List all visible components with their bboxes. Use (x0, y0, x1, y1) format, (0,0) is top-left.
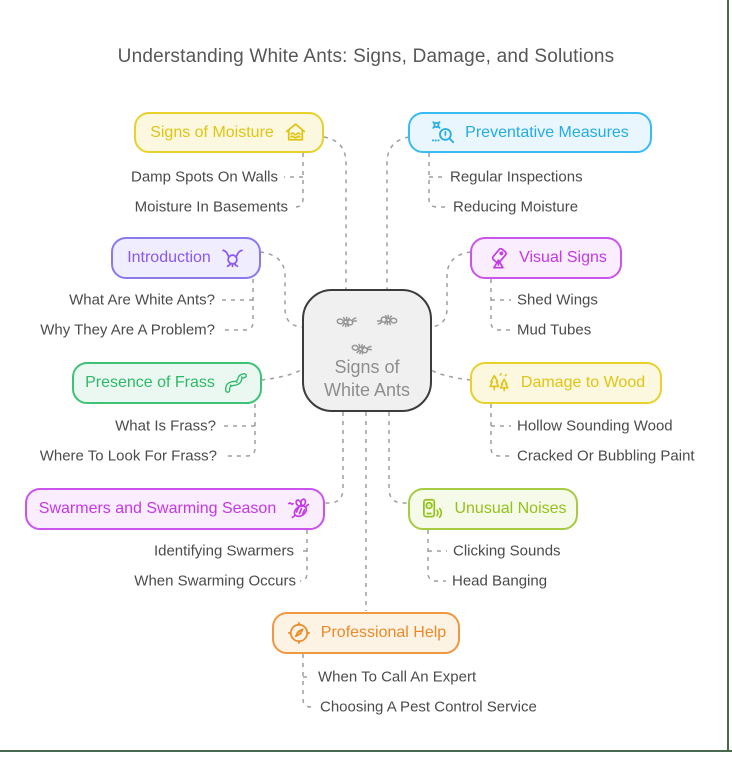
bee-icon (285, 496, 311, 522)
subtopic-label: Clicking Sounds (453, 542, 561, 560)
branch-node-presence-of-frass[interactable]: Presence of Frass (72, 362, 262, 404)
subtopic-label: When Swarming Occurs (134, 572, 296, 590)
subtopic-label: Why They Are A Problem? (40, 321, 215, 339)
branch-node-introduction[interactable]: Introduction (111, 237, 261, 279)
branch-label: Preventative Measures (465, 123, 629, 141)
center-node[interactable]: Signs of White Ants (302, 289, 432, 412)
branch-label: Professional Help (320, 624, 447, 641)
branch-label: Swarmers and Swarming Season (38, 500, 277, 517)
center-label-line2: White Ants (323, 379, 411, 400)
branch-node-preventative-measures[interactable]: Preventative Measures (408, 112, 652, 153)
subtopic-label: What Is Frass? (115, 417, 216, 435)
compass-icon (286, 620, 312, 646)
termites-icon (331, 311, 403, 355)
subtopic-label: Where To Look For Frass? (39, 447, 217, 465)
page-title: Understanding White Ants: Signs, Damage,… (117, 46, 615, 67)
branch-label: Signs of Moisture (150, 123, 274, 141)
subtopic-label: What Are White Ants? (69, 291, 215, 309)
branch-node-unusual-noises[interactable]: Unusual Noises (408, 488, 578, 530)
ant-icon (220, 246, 245, 271)
subtopic-label: Regular Inspections (450, 168, 583, 186)
bug-search-icon (431, 120, 456, 145)
subtopic-label: Choosing A Pest Control Service (320, 698, 537, 716)
branch-label: Unusual Noises (454, 500, 567, 517)
tag-warning-icon (485, 246, 510, 271)
subtopic-label: Hollow Sounding Wood (517, 417, 673, 435)
phone-sound-icon (419, 496, 445, 522)
branch-node-swarmers-and-swarming-season[interactable]: Swarmers and Swarming Season (25, 488, 325, 530)
branch-label: Presence of Frass (85, 374, 215, 391)
subtopic-label: Moisture In Basements (134, 198, 288, 216)
branch-label: Visual Signs (519, 249, 607, 266)
house-moisture-icon (283, 120, 308, 145)
subtopic-label: Mud Tubes (517, 321, 592, 339)
subtopic-label: Head Banging (452, 572, 548, 590)
frame-border-bottom (0, 750, 732, 752)
frame-border-right (727, 0, 729, 751)
branch-node-damage-to-wood[interactable]: Damage to Wood (470, 362, 662, 404)
subtopic-label: When To Call An Expert (318, 668, 477, 686)
subtopic-label: Shed Wings (517, 291, 598, 309)
subtopic-label: Identifying Swarmers (153, 542, 294, 560)
branch-node-signs-of-moisture[interactable]: Signs of Moisture (134, 112, 324, 153)
branch-label: Introduction (127, 249, 211, 266)
branch-label: Damage to Wood (520, 374, 646, 391)
branch-node-visual-signs[interactable]: Visual Signs (470, 237, 622, 279)
center-label-line1: Signs of (334, 356, 400, 377)
trees-icon (487, 371, 512, 396)
subtopic-label: Cracked Or Bubbling Paint (517, 447, 695, 465)
branch-node-professional-help[interactable]: Professional Help (272, 612, 460, 654)
worm-icon (224, 371, 249, 396)
subtopic-label: Reducing Moisture (453, 198, 579, 216)
subtopic-label: Damp Spots On Walls (131, 168, 278, 186)
